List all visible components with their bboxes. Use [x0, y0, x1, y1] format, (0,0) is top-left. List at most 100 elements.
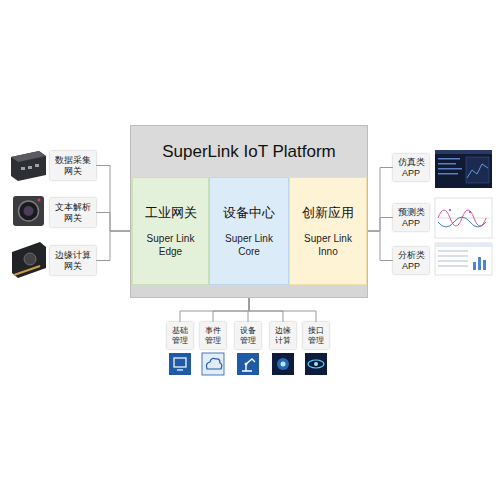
app-label: 仿真类 APP: [393, 154, 429, 181]
app-label: 预测类 APP: [393, 204, 429, 231]
compute-card: [12, 242, 46, 278]
icon-glyph: [206, 358, 221, 369]
icon-tile: [237, 353, 259, 375]
screen-row: [438, 163, 456, 165]
connector-line: [96, 166, 132, 232]
screen: [435, 243, 492, 275]
device-port: [21, 167, 25, 170]
icon-glyph: [277, 358, 289, 370]
connector-line: [96, 213, 132, 232]
device-port: [28, 166, 32, 169]
node-title: 边缘 计算: [270, 326, 296, 346]
screen-row: [438, 255, 468, 257]
device-top: [11, 151, 46, 162]
chart-bar: [478, 257, 481, 270]
gateway-device: [11, 151, 46, 181]
node-title: 设备中心: [223, 204, 275, 222]
screen-row: [438, 173, 458, 175]
device-body: [11, 151, 46, 181]
screen-row: [438, 168, 462, 170]
node-title: 文本解析 网关: [50, 202, 96, 224]
icon-tile: [202, 353, 224, 375]
simulation-screenshot: [435, 150, 492, 188]
screen-header: [435, 243, 492, 247]
event-icon: [202, 353, 224, 375]
chart-bar: [483, 260, 486, 270]
function-label: 接口 管理: [303, 322, 329, 349]
device-body: [12, 242, 46, 278]
connector-line: [367, 168, 393, 232]
module-column: 创新应用 Super Link Inno: [289, 177, 367, 285]
screen: [435, 150, 492, 188]
gateway-label: 边缘计算 网关: [50, 246, 96, 275]
node-subtitle: Super Link Edge: [142, 232, 200, 258]
chart-curve: [438, 210, 486, 226]
connector-layer: [96, 166, 393, 323]
node-title: 事件 管理: [200, 326, 226, 346]
icon-tile: [272, 353, 294, 375]
icon-glyph: [174, 358, 186, 367]
chart-curve: [438, 217, 486, 227]
icon-glyph: [314, 362, 318, 366]
node-title: 设备 管理: [235, 326, 261, 346]
node-title: 基础 管理: [167, 326, 193, 346]
node-title: 边缘计算 网关: [50, 250, 96, 272]
platform-box: SuperLink IoT Platform 工业网关 Super Link Edg…: [130, 125, 368, 298]
node-title: SuperLink IoT Platform: [131, 126, 367, 178]
icon-glyph: [245, 363, 248, 366]
interface-icon: [305, 353, 327, 375]
prediction-screenshot: [435, 198, 492, 238]
function-label: 事件 管理: [200, 322, 226, 349]
function-label: 基础 管理: [167, 322, 193, 349]
icon-glyph: [308, 360, 324, 368]
screen-row: [438, 158, 460, 160]
screen: [435, 198, 492, 238]
function-label: 边缘 计算: [270, 322, 296, 349]
card-contacts: [14, 266, 40, 275]
screen-panel: [466, 157, 489, 183]
connector-line: [249, 298, 283, 322]
connector-line: [180, 298, 249, 322]
camera-lens: [24, 206, 34, 216]
connector-line: [249, 298, 316, 322]
screen-row: [438, 265, 468, 267]
camera-lens: [19, 201, 39, 221]
status-light: [38, 199, 41, 202]
screen-row: [438, 260, 468, 262]
chart-dot: [469, 211, 471, 213]
analysis-screenshot: [435, 243, 492, 275]
icon-glyph: [177, 369, 183, 370]
gateway-label: 文本解析 网关: [50, 198, 96, 227]
fan: [24, 253, 36, 265]
module-column: 设备中心 Super Link Core: [209, 177, 289, 285]
screen-trace: [467, 164, 488, 178]
chart-bar: [473, 262, 476, 270]
edge-icon: [272, 353, 294, 375]
node-title: 创新应用: [302, 204, 354, 222]
module-column: 工业网关 Super Link Edge: [132, 177, 209, 285]
icon-tile: [169, 353, 191, 375]
gateway-label: 数据采集 网关: [50, 151, 96, 180]
device-port: [35, 164, 39, 167]
app-label: 分析类 APP: [393, 247, 429, 274]
node-title: 仿真类 APP: [393, 157, 429, 179]
function-label: 设备 管理: [235, 322, 261, 349]
device-body: [13, 196, 44, 226]
node-title: 分析类 APP: [393, 250, 429, 272]
device-icon: [237, 353, 259, 375]
connector-line: [367, 218, 393, 232]
management-icon: [169, 353, 191, 375]
camera-device: [13, 196, 44, 226]
chart-dot: [449, 209, 451, 211]
node-subtitle: Super Link Core: [220, 232, 278, 258]
node-title: 数据采集 网关: [50, 155, 96, 177]
node-title: 接口 管理: [303, 326, 329, 346]
screen-row: [438, 250, 468, 252]
screen-header: [435, 150, 492, 154]
connector-line: [213, 298, 249, 322]
node-subtitle: Super Link Inno: [299, 232, 357, 258]
icon-glyph: [281, 362, 286, 367]
node-title: 工业网关: [145, 204, 197, 222]
icon-tile: [305, 353, 327, 375]
